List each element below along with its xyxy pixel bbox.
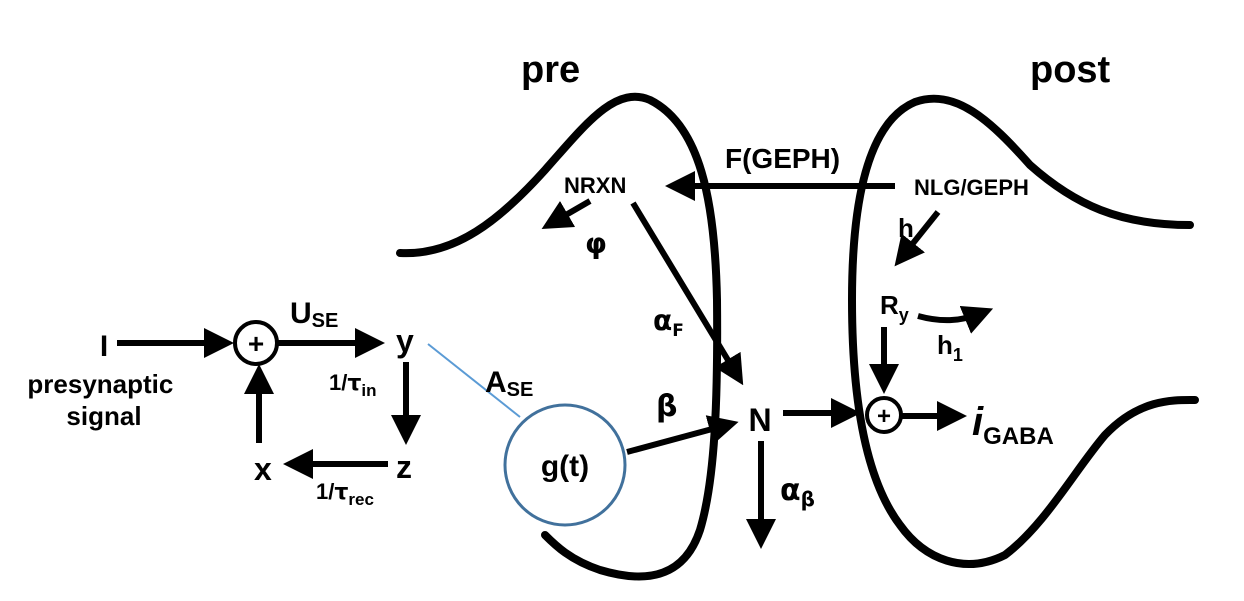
presynaptic-membrane <box>396 92 722 581</box>
tau-rec-subscript: rec <box>348 490 374 509</box>
x-label: x <box>254 451 272 487</box>
h1-label: h1 <box>937 330 963 365</box>
h1-subscript: 1 <box>953 345 963 365</box>
nlg-geph-label: NLG/GEPH <box>914 175 1029 200</box>
n-label: N <box>748 402 771 438</box>
beta-arrow <box>626 415 739 455</box>
tau-rec-symbol: τ <box>334 480 348 505</box>
output-sum-plus: + <box>877 403 891 430</box>
alpha-beta-subscript: β <box>801 487 815 511</box>
y-label: y <box>396 323 414 359</box>
igaba-label: iGABA <box>972 400 1054 450</box>
input-sum-plus: + <box>248 328 264 359</box>
use-subscript: SE <box>312 310 339 332</box>
alpha-f-main: α <box>653 304 672 337</box>
use-main: U <box>290 297 312 330</box>
igaba-subscript: GABA <box>983 423 1054 450</box>
tau-in-symbol: τ <box>347 371 361 396</box>
alpha-f-arrow <box>630 201 744 386</box>
ase-label: ASE <box>485 366 533 401</box>
use-label: USE <box>290 297 338 332</box>
ry-main: R <box>880 290 899 320</box>
ase-main: A <box>485 366 507 399</box>
ry-label: Ry <box>880 290 909 325</box>
h-arrow <box>894 210 941 267</box>
y-to-gt-connector <box>427 343 521 418</box>
presynaptic-signal-label: presynaptic signal <box>27 369 180 431</box>
input-label: I <box>100 330 108 363</box>
gt-label: g(t) <box>541 450 589 483</box>
ry-subscript: y <box>899 305 909 325</box>
z-label: z <box>396 449 412 485</box>
tau-in-subscript: in <box>361 381 376 400</box>
pre-label: pre <box>521 49 580 91</box>
phi-arrow <box>541 198 592 230</box>
alpha-beta-label: αβ <box>780 473 815 511</box>
igaba-main: i <box>972 400 984 444</box>
fgeph-label: F(GEPH) <box>725 143 840 174</box>
postsynaptic-membrane <box>847 94 1199 568</box>
alpha-f-subscript: F <box>672 321 684 341</box>
gt-circle <box>503 403 627 527</box>
tau-in-prefix: 1/ <box>329 370 347 395</box>
signal-word: signal <box>66 401 141 431</box>
alpha-beta-main: α <box>780 473 801 508</box>
h1-main: h <box>937 330 953 360</box>
tau-rec-label: 1/τrec <box>316 479 374 509</box>
output-sum-node <box>865 396 903 434</box>
tau-in-label: 1/τin <box>329 370 377 400</box>
h-label: h <box>898 213 914 243</box>
post-label: post <box>1030 49 1111 91</box>
tau-rec-prefix: 1/ <box>316 479 334 504</box>
beta-label: β <box>656 389 677 424</box>
ase-subscript: SE <box>507 379 534 401</box>
alpha-f-label: αF <box>653 304 684 341</box>
presynaptic-word: presynaptic <box>27 369 173 399</box>
h1-curve-arrow <box>917 305 994 334</box>
nrxn-label: NRXN <box>564 173 626 198</box>
phi-label: φ <box>585 227 607 260</box>
